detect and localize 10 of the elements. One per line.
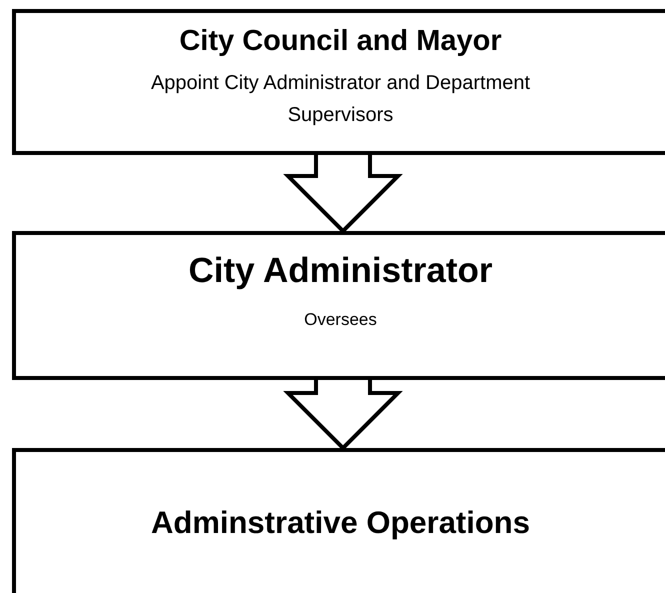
block-arrow bbox=[283, 153, 403, 234]
box-title: City Council and Mayor bbox=[179, 24, 502, 59]
box-description: Oversees bbox=[304, 308, 377, 331]
box-description: Appoint City Administrator and Department Supervisors bbox=[150, 71, 532, 128]
process-box bbox=[12, 231, 665, 380]
box-title: Adminstrative Operations bbox=[151, 504, 530, 542]
process-box bbox=[12, 9, 665, 155]
process-box bbox=[12, 448, 665, 593]
block-arrow bbox=[283, 378, 403, 451]
box-title: City Administrator bbox=[188, 250, 492, 292]
